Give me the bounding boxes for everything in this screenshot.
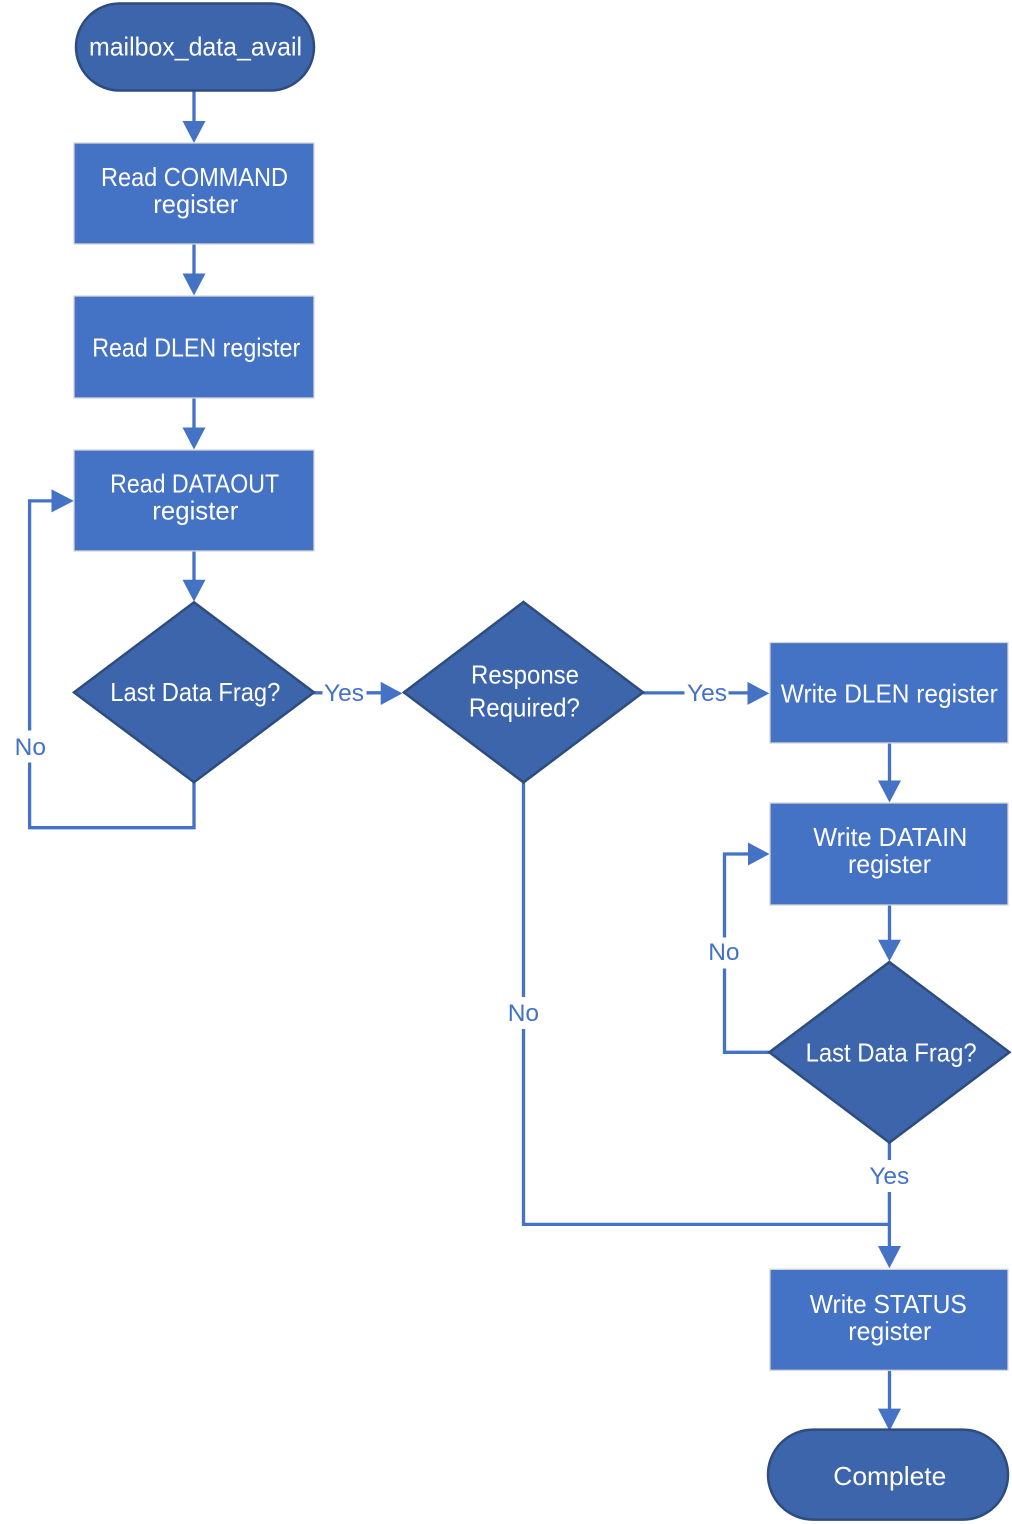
- svg-text:Write DATAIN: Write DATAIN: [813, 822, 967, 852]
- svg-text:register: register: [848, 849, 931, 879]
- svg-text:Required?: Required?: [469, 692, 580, 722]
- svg-text:register: register: [848, 1316, 931, 1346]
- svg-text:Yes: Yes: [687, 680, 727, 707]
- svg-text:Read DATAOUT: Read DATAOUT: [110, 468, 279, 498]
- svg-text:No: No: [15, 734, 46, 761]
- svg-text:Last Data Frag?: Last Data Frag?: [806, 1038, 977, 1068]
- svg-text:No: No: [508, 1000, 539, 1027]
- svg-text:register: register: [153, 189, 238, 219]
- svg-text:No: No: [708, 939, 739, 966]
- svg-text:Complete: Complete: [833, 1461, 946, 1491]
- svg-text:Yes: Yes: [324, 680, 364, 707]
- svg-text:Yes: Yes: [869, 1163, 909, 1190]
- svg-text:Read COMMAND: Read COMMAND: [101, 162, 288, 192]
- svg-text:register: register: [152, 496, 238, 526]
- svg-text:Read DLEN register: Read DLEN register: [92, 333, 300, 363]
- svg-text:Last Data Frag?: Last Data Frag?: [110, 677, 280, 707]
- svg-text:Write DLEN register: Write DLEN register: [781, 679, 998, 709]
- svg-text:mailbox_data_avail: mailbox_data_avail: [89, 32, 302, 62]
- svg-text:Response: Response: [471, 660, 579, 690]
- svg-text:Write STATUS: Write STATUS: [810, 1289, 967, 1319]
